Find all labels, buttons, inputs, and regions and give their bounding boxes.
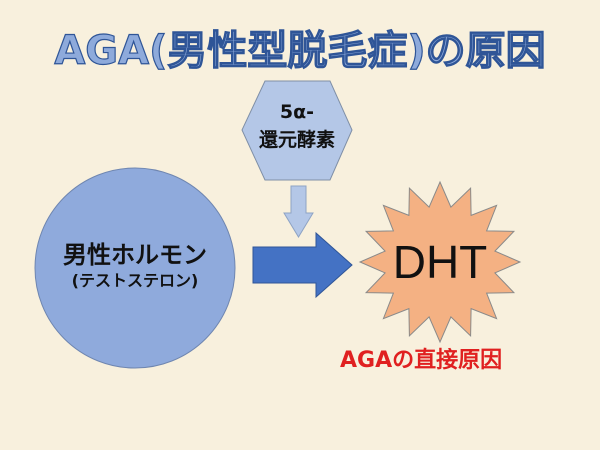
enzyme-hexagon [241,80,353,181]
enzyme-line2: 還元酵素 [258,129,335,151]
direct-cause-caption: AGAの直接原因 [340,348,503,373]
down-arrow-icon [283,185,314,238]
hormone-sub: (テストステロン) [71,271,199,290]
hormone-circle [34,167,236,369]
hormone-label: 男性ホルモン (テストステロン) [35,240,235,292]
right-arrow-icon [252,231,353,299]
dht-label: DHT [392,236,488,288]
dht-starburst [358,180,522,344]
enzyme-line1: 5α- [279,101,315,123]
hormone-name: 男性ホルモン [63,241,207,269]
enzyme-label: 5α- 還元酵素 [242,98,352,154]
page-title: AGA(男性型脱毛症)の原因 [54,27,547,74]
